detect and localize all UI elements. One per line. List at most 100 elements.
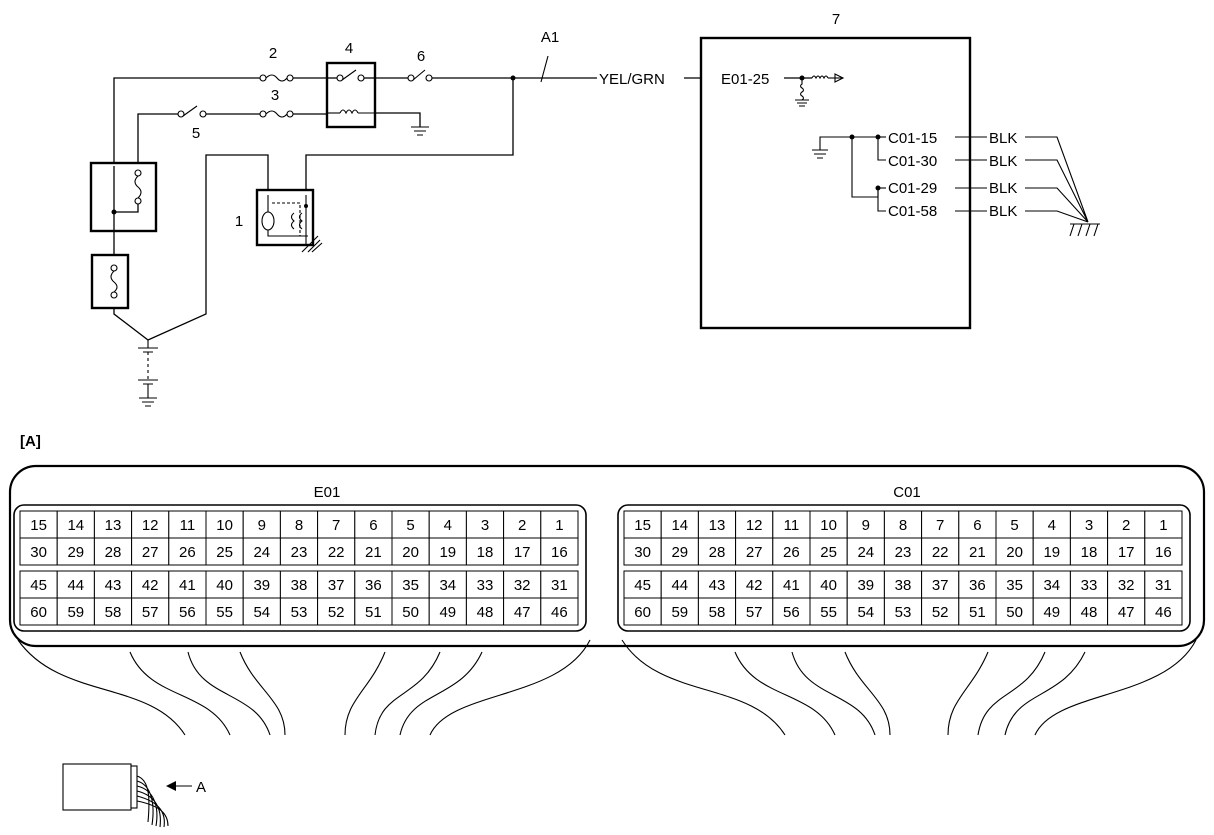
pointer-label-a: A [196, 779, 206, 796]
pin-cell [1107, 537, 1146, 566]
pin-cell [660, 510, 699, 539]
ground-wire-color-3: BLK [989, 180, 1017, 197]
ground-terminal-c01-58: C01-58 [888, 203, 937, 220]
pin-number: 19 [1043, 544, 1060, 561]
connector-frame [13, 504, 587, 632]
pin-cell [279, 570, 319, 599]
pin-cell [958, 597, 997, 626]
pin-cell [168, 537, 207, 566]
pin-number: 19 [439, 544, 456, 561]
pin-number: 9 [258, 517, 266, 534]
pin-cell [317, 597, 356, 626]
schematic: 2 4 6 A1 YEL/GRN 5 [89, 11, 1100, 407]
pin-number: 26 [783, 544, 800, 561]
pin-number: 48 [477, 604, 494, 621]
pin-number: 12 [142, 517, 159, 534]
pin-cell [391, 537, 430, 566]
pin-number: 44 [671, 577, 688, 594]
pin-cell [623, 537, 662, 566]
pin-cell [354, 537, 393, 566]
pin-cell [809, 570, 848, 599]
pin-cell [317, 537, 356, 566]
pin-cell [56, 537, 95, 566]
relay-4 [325, 61, 377, 129]
ground-wire-color-4: BLK [989, 203, 1017, 220]
pin-number: 31 [1155, 577, 1172, 594]
pin-cell [540, 537, 579, 566]
pin-number: 41 [179, 577, 196, 594]
pin-number: 3 [1085, 517, 1093, 534]
pin-cell [465, 597, 505, 626]
pin-number: 35 [1006, 577, 1023, 594]
pin-number: 7 [332, 517, 340, 534]
component-1-motor [255, 188, 315, 247]
pin-number: 38 [895, 577, 912, 594]
pin-cell [428, 570, 467, 599]
fuse-box-left [89, 161, 158, 233]
pin-number: 41 [783, 577, 800, 594]
pin-cell [131, 597, 170, 626]
pin-number: 16 [1155, 544, 1172, 561]
pin-number: 58 [105, 604, 122, 621]
pin-cell [205, 537, 244, 566]
pin-number: 7 [936, 517, 944, 534]
ecm-box-7 [699, 36, 972, 330]
pin-number: 50 [402, 604, 419, 621]
pin-number: 30 [634, 544, 651, 561]
pin-cell [995, 537, 1034, 566]
ecm-connector-housing [8, 464, 1206, 648]
connector-illustration: A [62, 763, 206, 828]
component-label-4: 4 [345, 40, 353, 57]
pin-cell [846, 570, 885, 599]
pin-number: 43 [709, 577, 726, 594]
pin-number: 54 [253, 604, 270, 621]
pin-number: 40 [216, 577, 233, 594]
pin-number: 57 [746, 604, 763, 621]
pin-cell [205, 510, 244, 539]
pin-number: 37 [932, 577, 949, 594]
pin-number: 30 [30, 544, 47, 561]
pin-cell [168, 570, 207, 599]
pin-number: 28 [709, 544, 726, 561]
pin-number: 51 [969, 604, 986, 621]
pin-number: 34 [439, 577, 456, 594]
pin-cell [540, 597, 579, 626]
fuse-3-symbol [259, 110, 294, 118]
pin-number: 53 [291, 604, 308, 621]
pin-cell [809, 597, 848, 626]
pin-cell [56, 510, 95, 539]
pin-cell [19, 510, 58, 539]
pin-cell [1144, 537, 1183, 566]
pin-number: 39 [253, 577, 270, 594]
pin-number: 49 [439, 604, 456, 621]
pin-cell [1144, 597, 1183, 626]
pin-number: 1 [1159, 517, 1167, 534]
pin-number: 34 [1043, 577, 1060, 594]
pin-number: 37 [328, 577, 345, 594]
pin-cell [995, 570, 1034, 599]
pin-cell [1107, 597, 1146, 626]
pin-number: 39 [857, 577, 874, 594]
pin-number: 16 [551, 544, 568, 561]
pin-number: 46 [1155, 604, 1172, 621]
pin-number: 47 [514, 604, 531, 621]
pin-number: 26 [179, 544, 196, 561]
pin-cell [772, 597, 811, 626]
pin-number: 60 [30, 604, 47, 621]
pin-cell [503, 510, 542, 539]
pin-cell [354, 597, 393, 626]
pin-number: 2 [1122, 517, 1130, 534]
pin-number: 17 [1118, 544, 1135, 561]
pin-number: 13 [709, 517, 726, 534]
pin-number: 45 [634, 577, 651, 594]
pin-cell [697, 510, 737, 539]
pin-number: 8 [295, 517, 303, 534]
pin-cell [660, 537, 699, 566]
pin-cell [242, 597, 281, 626]
pin-number: 38 [291, 577, 308, 594]
pin-number: 52 [328, 604, 345, 621]
pin-cell [809, 537, 848, 566]
pin-cell [623, 570, 662, 599]
pin-number: 14 [67, 517, 84, 534]
component-label-3: 3 [271, 87, 279, 104]
